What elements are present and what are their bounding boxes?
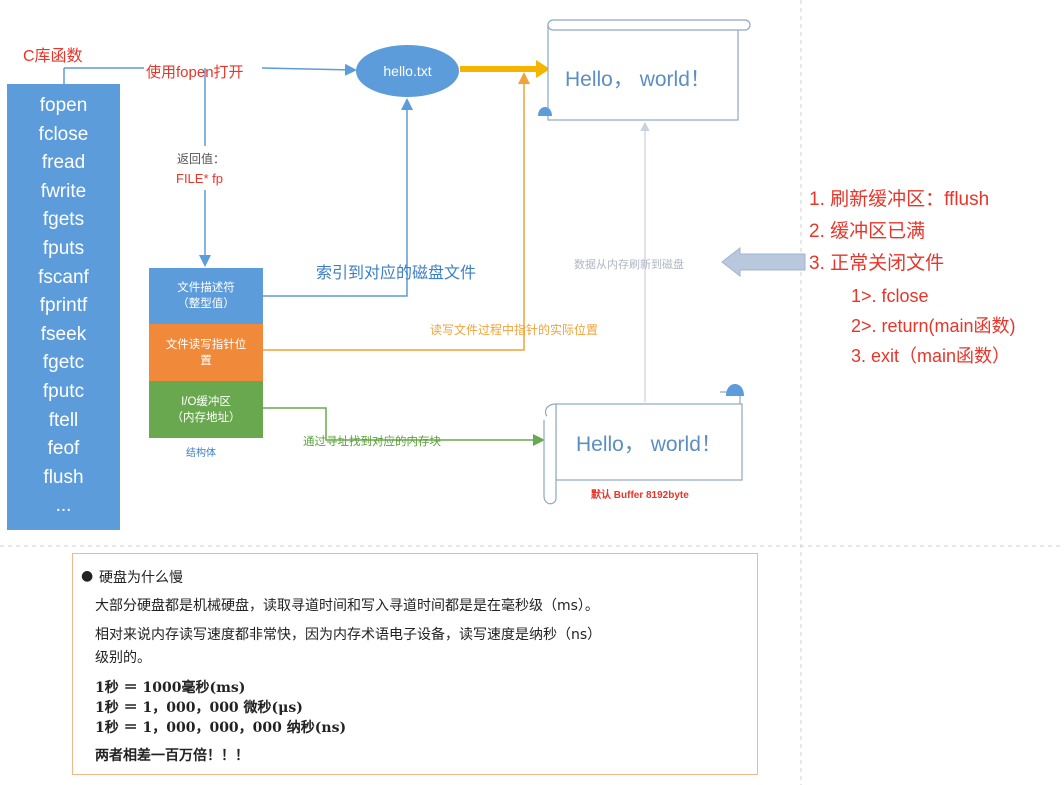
bullet-icon: ● [81, 568, 94, 584]
struct-caption: 结构体 [186, 448, 216, 459]
buffer-content-text: Hello， world！ [576, 433, 722, 456]
note-line-4: 1秒 ＝ 1000毫秒(ms) [95, 680, 246, 696]
buffer-scroll [543, 384, 744, 505]
function-item: fgetc [42, 352, 85, 374]
note-line-6: 1秒 ＝ 1，000，000，000 纳秒(ns) [95, 720, 347, 736]
disk-content-text: Hello， world！ [565, 68, 711, 91]
function-item: fseek [40, 323, 87, 345]
address-arrow [263, 407, 545, 446]
disk-speed-note: ● 硬盘为什么慢 大部分硬盘都是机械硬盘，读取寻道时间和写入寻道时间都是是在毫秒… [72, 553, 758, 775]
function-item: flush [43, 466, 84, 488]
flush-condition-3: 3. 正常关闭文件 [809, 253, 945, 274]
flush-condition-2: 2. 缓冲区已满 [809, 221, 926, 242]
struct-fd-line2: （整型值） [177, 298, 235, 310]
flush-condition-1: 1. 刷新缓冲区：fflush [809, 189, 990, 210]
function-item: fread [41, 152, 86, 174]
note-line-1: 大部分硬盘都是机械硬盘，读取寻道时间和写入寻道时间都是是在毫秒级（ms）。 [95, 598, 599, 614]
file-pointer-label: FILE* fp [176, 171, 223, 186]
struct-buf-line2: （内存地址） [171, 411, 241, 424]
clib-label: C库函数 [23, 48, 83, 65]
function-item: fopen [39, 95, 88, 116]
address-label: 通过寻址找到对应的内存块 [303, 436, 441, 448]
function-item: ftell [48, 409, 79, 431]
flush-subcondition-1: 1>. fclose [851, 286, 929, 306]
pointer-arrow [263, 72, 530, 351]
struct-ptr-line2: 置 [200, 354, 212, 367]
struct-io-buffer: I/O缓冲区 （内存地址） [149, 381, 263, 438]
conditions-arrow [721, 246, 806, 278]
function-item: fgets [42, 209, 85, 231]
note-line-3: 级别的。 [95, 650, 151, 666]
struct-ptr-line1: 文件读写指针位 [165, 338, 247, 351]
note-line-7: 两者相差一百万倍！！！ [95, 748, 249, 764]
hello-to-disk-arrowhead [536, 60, 550, 78]
function-item: fputs [42, 237, 85, 259]
file-node: hello.txt [356, 45, 459, 97]
file-node-label: hello.txt [383, 63, 432, 79]
struct-file-descriptor: 文件描述符 （整型值） [149, 268, 263, 324]
function-item: fputc [42, 380, 85, 402]
fopen-label: 使用fopen打开 [146, 64, 244, 81]
pointer-position-label: 读写文件过程中指针的实际位置 [430, 323, 599, 337]
flush-subcondition-3: 3. exit（main函数） [851, 346, 1011, 366]
index-label: 索引到对应的磁盘文件 [316, 265, 477, 282]
function-item: fscanf [38, 266, 89, 288]
note-line-2: 相对来说内存读写速度都非常快，因为内存术语电子设备，读写速度是纳秒（ns） [95, 627, 602, 643]
function-item: feof [47, 438, 80, 460]
struct-fd-line1: 文件描述符 [177, 282, 235, 294]
buffer-size-caption: 默认 Buffer 8192byte [591, 490, 689, 501]
note-line-5: 1秒 ＝ 1，000，000 微秒(μs) [95, 700, 303, 716]
function-item: fclose [38, 123, 89, 145]
note-title: 硬盘为什么慢 [99, 570, 183, 586]
function-item: fprintf [39, 295, 88, 317]
flush-subcondition-2: 2>. return(main函数) [851, 316, 1016, 336]
function-list: fopen fclose fread fwrite fgets fputs fscanf fp… [7, 84, 120, 530]
function-item: ... [55, 495, 72, 517]
flush-to-disk-label: 数据从内存刷新到磁盘 [574, 259, 684, 271]
return-value-label: 返回值： [177, 152, 226, 166]
struct-buf-line1: I/O缓冲区 [181, 395, 231, 408]
fopen-arrow [64, 68, 354, 70]
index-arrow [263, 98, 413, 297]
disk-scroll [538, 19, 751, 121]
struct-file-pointer: 文件读写指针位 置 [149, 324, 263, 381]
function-item: fwrite [40, 180, 87, 202]
